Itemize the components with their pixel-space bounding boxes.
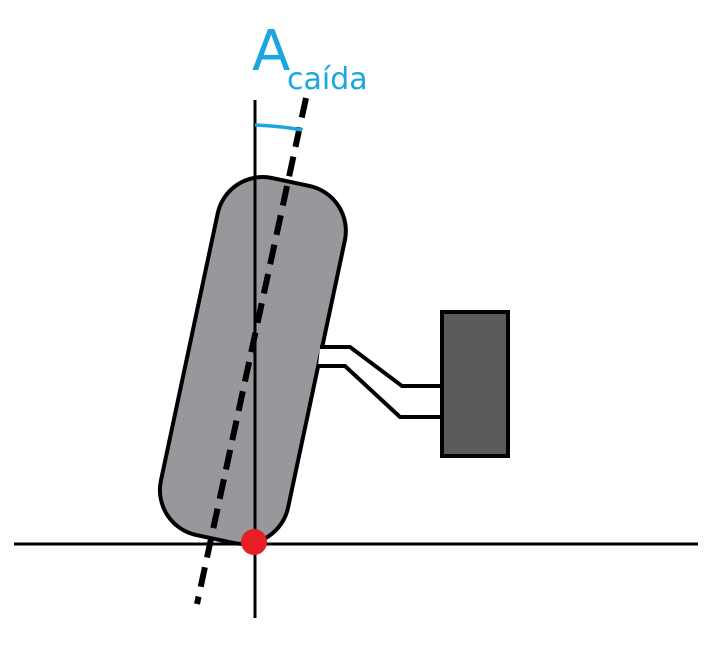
camber-angle-arc <box>254 123 303 132</box>
label-subscript: caída <box>287 62 368 97</box>
lower-arm-line <box>318 364 442 419</box>
knuckle-block <box>440 310 510 458</box>
label-main: A <box>252 19 290 84</box>
suspension-arm <box>318 347 442 417</box>
camber-label: Acaída <box>252 19 368 97</box>
upper-arm-line <box>320 345 442 388</box>
contact-point <box>241 529 267 555</box>
tire <box>157 175 348 546</box>
wheel-axis-dashed-line <box>194 97 309 605</box>
